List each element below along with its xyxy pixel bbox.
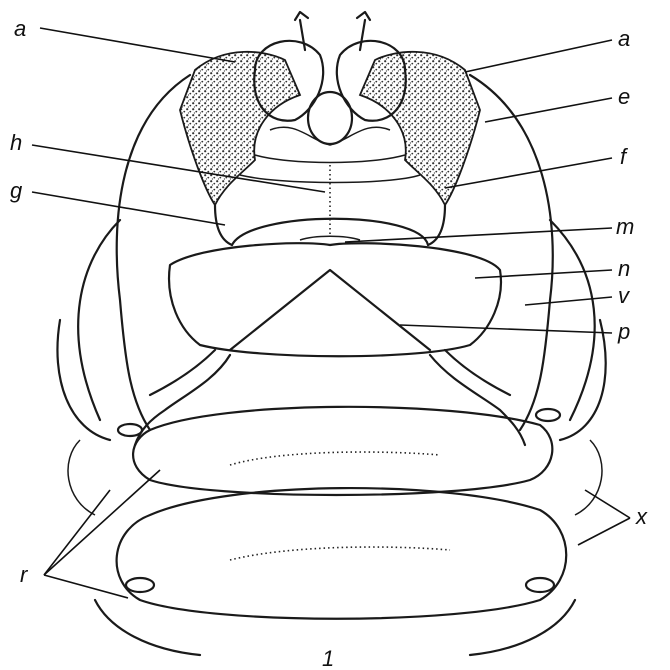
- body-outline: [57, 75, 605, 440]
- label-v: v: [618, 283, 631, 308]
- label-x: x: [635, 504, 648, 529]
- label-e: e: [618, 84, 630, 109]
- abdominal-segment-2: [95, 488, 575, 655]
- ventral-plates: [232, 165, 428, 245]
- label-h: h: [10, 130, 22, 155]
- sternal-plate: [169, 236, 501, 356]
- label-m: m: [616, 214, 634, 239]
- label-r: r: [20, 562, 29, 587]
- label-a-left: a: [14, 16, 26, 41]
- figure-number: 1: [322, 646, 334, 670]
- label-p: p: [617, 319, 630, 344]
- label-n: n: [618, 256, 630, 281]
- label-f: f: [620, 144, 629, 169]
- head-capsule: [180, 52, 480, 245]
- label-g: g: [10, 178, 23, 203]
- leg-bases: [118, 350, 560, 445]
- label-a-right: a: [618, 26, 630, 51]
